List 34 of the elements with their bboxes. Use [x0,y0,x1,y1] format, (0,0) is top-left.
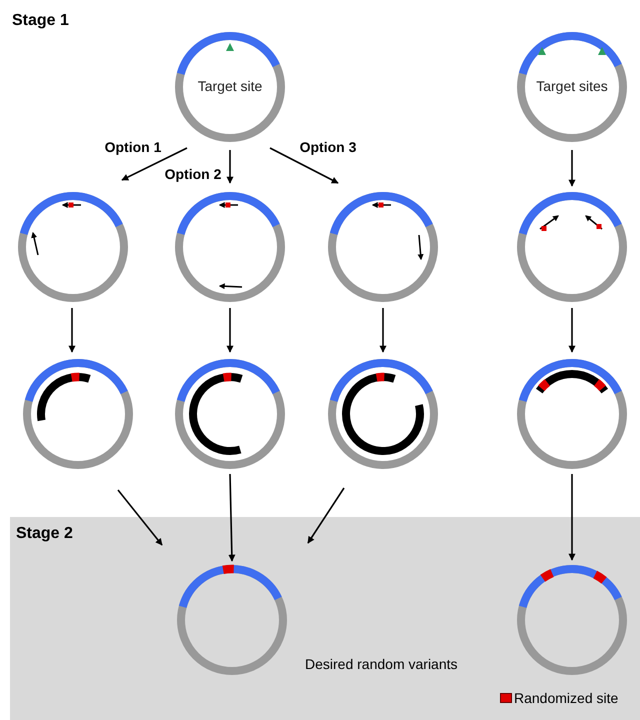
arrow [117,490,163,546]
plasmid-circle [327,358,439,470]
stage-heading: Stage 1 [12,12,69,30]
arrow [121,147,188,181]
stage-heading: Stage 2 [16,525,73,543]
arrow [568,474,576,561]
plasmid-circle [516,191,628,303]
arrow [228,474,236,562]
arrow [307,488,345,544]
plasmid-circle [327,191,439,303]
arrow [68,308,76,353]
edge-label: Option 2 [164,166,222,182]
legend-label: Randomized site [514,690,618,706]
plasmid-circle [22,358,134,470]
edge-label: Option 1 [104,139,162,155]
plasmid-circle [174,358,286,470]
arrow [568,308,576,353]
plasmid-circle [516,31,628,143]
plasmid-circle [174,31,286,143]
arrow [568,150,576,187]
arrow [270,147,339,184]
plasmid-circle [516,564,628,676]
plasmid-circle [516,358,628,470]
edge-label: Option 3 [300,139,356,155]
arrow [226,150,234,184]
plasmid-circle [174,191,286,303]
plasmid-circle [176,564,288,676]
note-text: Desired random variants [305,656,458,672]
circle-label: Target site [198,78,262,94]
plasmid-circle [17,191,129,303]
circle-label: Target sites [536,78,608,94]
stage-band [10,517,640,720]
arrow [226,308,234,353]
arrow [380,308,386,353]
